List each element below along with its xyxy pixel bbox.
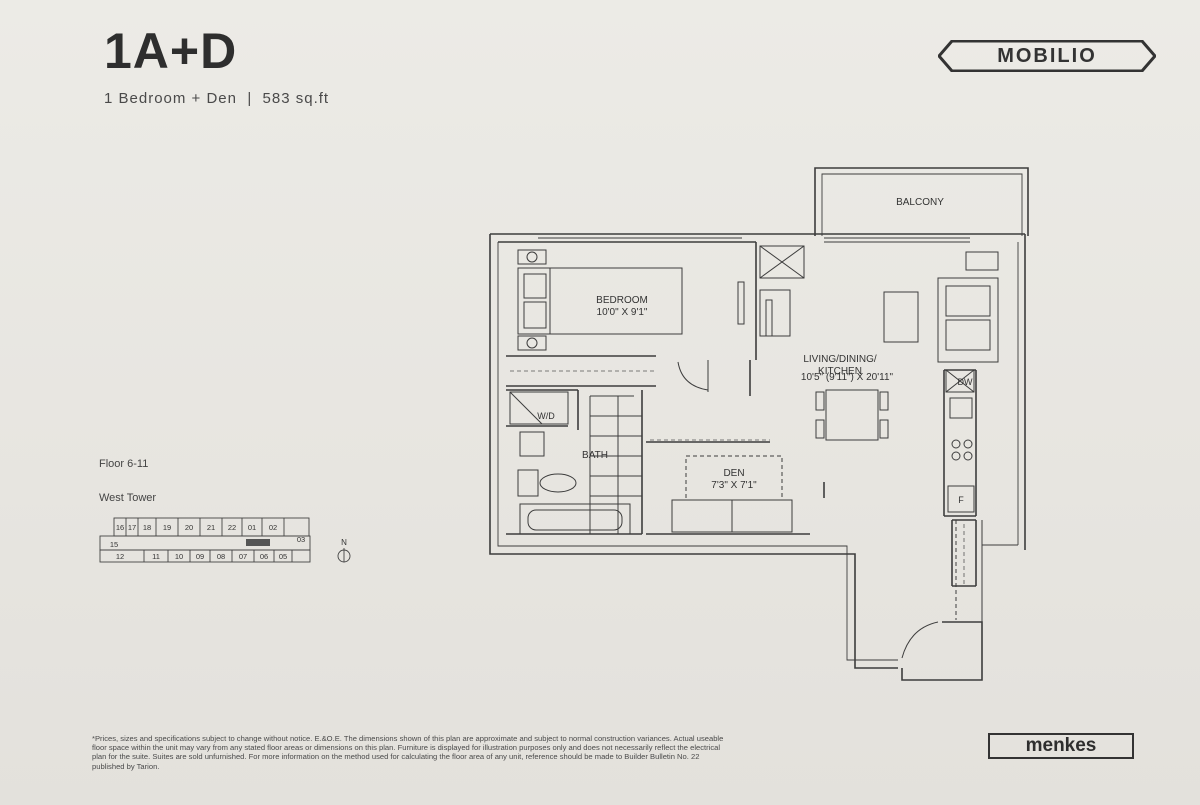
keyplan-unit: 01	[248, 523, 256, 532]
keyplan-unit: 10	[175, 552, 183, 561]
mobilio-logo: MOBILIO	[937, 39, 1157, 73]
keyplan-unit: 05	[279, 552, 287, 561]
keyplan-unit: 17	[128, 523, 136, 532]
balcony-label: BALCONY	[896, 197, 944, 208]
floor-plan-drawing: BALCONY BEDROOM 10'0" X 9'1" LIVING/DINI…	[470, 160, 1030, 690]
keyplan-unit: 15	[110, 540, 118, 549]
keyplan-unit: 12	[116, 552, 124, 561]
legal-disclaimer: *Prices, sizes and specifications subjec…	[92, 734, 724, 771]
keyplan-unit: 22	[228, 523, 236, 532]
floor-plan-linework	[489, 167, 1029, 681]
keyplan-unit: 06	[260, 552, 268, 561]
washer-dryer-label: W/D	[537, 411, 555, 421]
unit-title: 1A+D	[104, 23, 238, 79]
keyplan-unit: 21	[207, 523, 215, 532]
keyplan-unit: 08	[217, 552, 225, 561]
bedroom-dimensions: 10'0" X 9'1"	[596, 307, 648, 318]
keyplan-unit: 11	[152, 552, 160, 561]
keyplan-unit: 20	[185, 523, 193, 532]
bath-label: BATH	[582, 450, 608, 461]
keyplan-unit: 18	[143, 523, 151, 532]
north-arrow-icon: N	[337, 538, 351, 563]
dishwasher-label: DW	[957, 377, 973, 387]
living-label: LIVING/DINING/ KITCHEN	[803, 354, 877, 377]
logo-frame-icon	[937, 39, 1157, 73]
keyplan-unit: 19	[163, 523, 171, 532]
den-label: DEN	[723, 468, 745, 479]
key-plan: 16 17 18 19 20 21 22 01 02 15 03 12 11 1…	[99, 517, 351, 563]
keyplan-unit: 03	[297, 535, 305, 544]
unit-subtitle: 1 Bedroom + Den | 583 sq.ft	[104, 90, 330, 107]
keyplan-unit: 07	[239, 552, 247, 561]
menkes-logo: menkes	[988, 733, 1134, 759]
keyplan-unit: 16	[116, 523, 124, 532]
bedroom-label: BEDROOM	[596, 295, 648, 306]
keyplan-unit: 02	[269, 523, 277, 532]
floor-range-label: Floor 6-11	[99, 458, 149, 470]
living-dimensions: 10'5" (9'11") X 20'11"	[800, 372, 894, 383]
tower-label: West Tower	[99, 492, 157, 504]
north-label: N	[341, 538, 347, 547]
logo-text: MOBILIO	[997, 44, 1097, 67]
keyplan-unit: 09	[196, 552, 204, 561]
den-dimensions: 7'3" X 7'1"	[711, 480, 757, 491]
fridge-label: F	[958, 495, 964, 505]
